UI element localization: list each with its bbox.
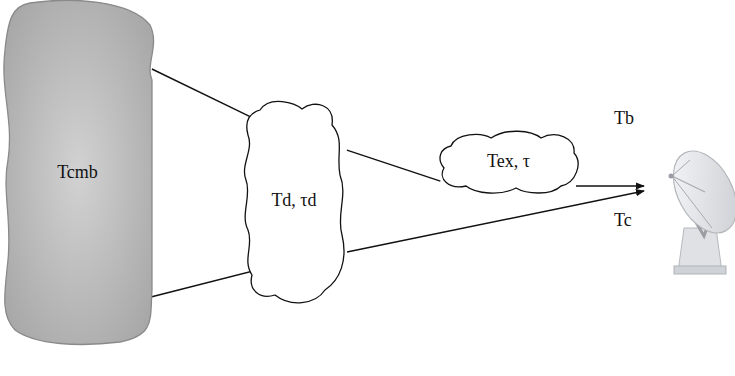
node-label: Td, τd — [271, 190, 316, 212]
node-label: Tex, τ — [487, 151, 530, 173]
telescope-icon — [661, 140, 735, 274]
node-label: Tcmb — [57, 162, 98, 184]
cmb-region: Tcmb — [0, 0, 155, 345]
signal-label: Tb — [614, 108, 634, 130]
signal-label: Tc — [614, 210, 632, 232]
beam-line — [347, 191, 644, 252]
beam-line — [576, 185, 644, 186]
dust-cloud: Td, τd — [240, 95, 348, 307]
beam-line — [347, 150, 440, 181]
beam-line — [152, 269, 262, 297]
gas-cloud: Tex, τ — [436, 128, 581, 196]
